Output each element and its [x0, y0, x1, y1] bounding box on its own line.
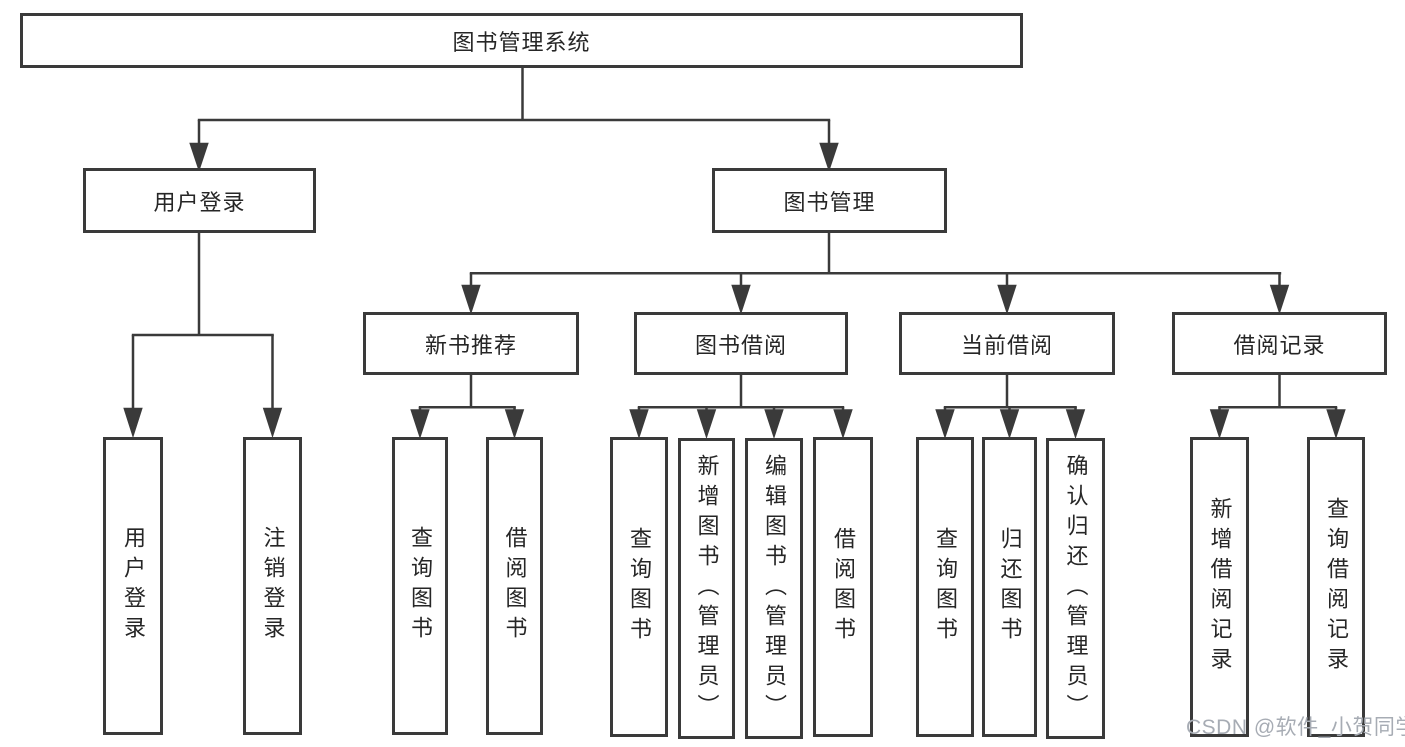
leaf-query-borrow-record-label: 查询借阅记录: [1324, 497, 1349, 677]
node-new-book-recommend: 新书推荐: [363, 312, 579, 375]
leaf-borrow-books-2-label: 借阅图书: [831, 527, 856, 647]
leaf-query-books-1: 查询图书: [392, 437, 448, 735]
leaf-confirm-return-admin-label: 确认归还（管理员）: [1063, 453, 1089, 724]
leaf-add-books-admin: 新增图书（管理员）: [678, 438, 735, 739]
leaf-borrow-books-1-label: 借阅图书: [502, 526, 528, 646]
leaf-edit-books-admin-label: 编辑图书（管理员）: [762, 453, 787, 724]
leaf-query-borrow-record: 查询借阅记录: [1307, 437, 1365, 737]
leaf-return-books-label: 归还图书: [997, 527, 1023, 647]
csdn-watermark: CSDN @软件_小贺同学: [1186, 716, 1405, 739]
node-book-management-label: 图书管理: [783, 189, 876, 215]
leaf-user-login: 用户登录: [103, 437, 163, 735]
leaf-return-books: 归还图书: [982, 437, 1037, 737]
leaf-edit-books-admin: 编辑图书（管理员）: [745, 438, 803, 739]
node-current-borrow: 当前借阅: [899, 312, 1115, 375]
node-book-borrow-label: 图书借阅: [694, 332, 787, 358]
leaf-query-books-2: 查询图书: [610, 437, 668, 737]
leaf-query-books-3: 查询图书: [916, 437, 974, 737]
leaf-add-borrow-record: 新增借阅记录: [1190, 437, 1249, 737]
leaf-query-books-2-label: 查询图书: [627, 527, 652, 647]
leaf-borrow-books-2: 借阅图书: [813, 437, 873, 737]
node-book-management: 图书管理: [712, 168, 947, 233]
leaf-borrow-books-1: 借阅图书: [486, 437, 543, 735]
leaf-user-login-label: 用户登录: [121, 526, 146, 646]
node-book-borrow: 图书借阅: [634, 312, 848, 375]
node-user-login-label: 用户登录: [153, 189, 246, 215]
node-borrow-records: 借阅记录: [1172, 312, 1387, 375]
leaf-confirm-return-admin: 确认归还（管理员）: [1046, 438, 1105, 739]
node-new-book-recommend-label: 新书推荐: [424, 332, 517, 358]
node-root: 图书管理系统: [20, 13, 1023, 68]
leaf-logout-label: 注销登录: [260, 526, 286, 646]
leaf-add-borrow-record-label: 新增借阅记录: [1207, 497, 1233, 677]
leaf-add-books-admin-label: 新增图书（管理员）: [694, 453, 720, 724]
leaf-query-books-1-label: 查询图书: [408, 526, 433, 646]
leaf-query-books-3-label: 查询图书: [933, 527, 958, 647]
node-borrow-records-label: 借阅记录: [1233, 332, 1326, 358]
node-user-login: 用户登录: [83, 168, 316, 233]
node-current-borrow-label: 当前借阅: [960, 332, 1053, 358]
node-root-label: 图书管理系统: [452, 29, 591, 55]
leaf-logout: 注销登录: [243, 437, 302, 735]
